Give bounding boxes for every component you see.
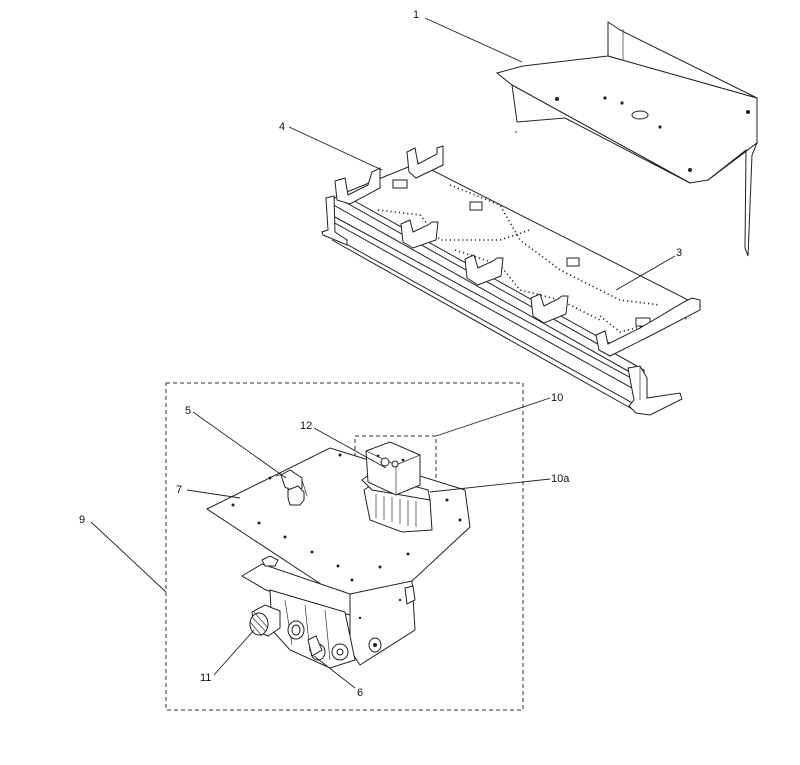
leader-6 [313,655,356,689]
part-11-inlet-connector [249,604,281,637]
callout-3: 3 [676,247,682,259]
u-bracket-3 [400,219,439,249]
gas-valve-body [241,555,416,669]
callout-6: 6 [357,687,363,699]
part-5-elbow-fitting [275,469,308,506]
leader-7 [186,489,241,499]
leader-5 [192,411,287,479]
leader-11 [213,629,255,676]
u-bracket-6 [595,297,701,357]
u-bracket-5 [530,293,569,324]
callout-11: 11 [200,672,211,684]
leader-4 [288,126,383,171]
callout-10a: 10a [551,473,570,485]
leader-1 [424,17,523,63]
leader-9 [90,521,167,593]
callout-10: 10 [551,392,563,404]
part-4-burner-frame [321,145,702,416]
part-6-fitting [287,620,349,661]
assembly-9-boundary [165,382,524,711]
callout-4: 4 [279,121,285,133]
leader-10 [435,397,551,437]
leader-3 [615,255,676,291]
u-bracket-4 [464,254,504,286]
u-bracket-1 [334,167,381,205]
u-bracket-2 [406,145,444,179]
part-1-shield-plate [495,21,759,257]
callout-12: 12 [300,420,312,432]
part-12-relay-housing [365,441,421,496]
leader-12 [313,427,387,469]
callout-7: 7 [176,484,182,496]
leader-lines [90,17,676,689]
callout-9: 9 [79,514,85,526]
callout-1: 1 [413,9,419,21]
part-10-relay-assembly [361,441,433,533]
callout-5: 5 [185,405,191,417]
leader-10a [429,478,551,493]
